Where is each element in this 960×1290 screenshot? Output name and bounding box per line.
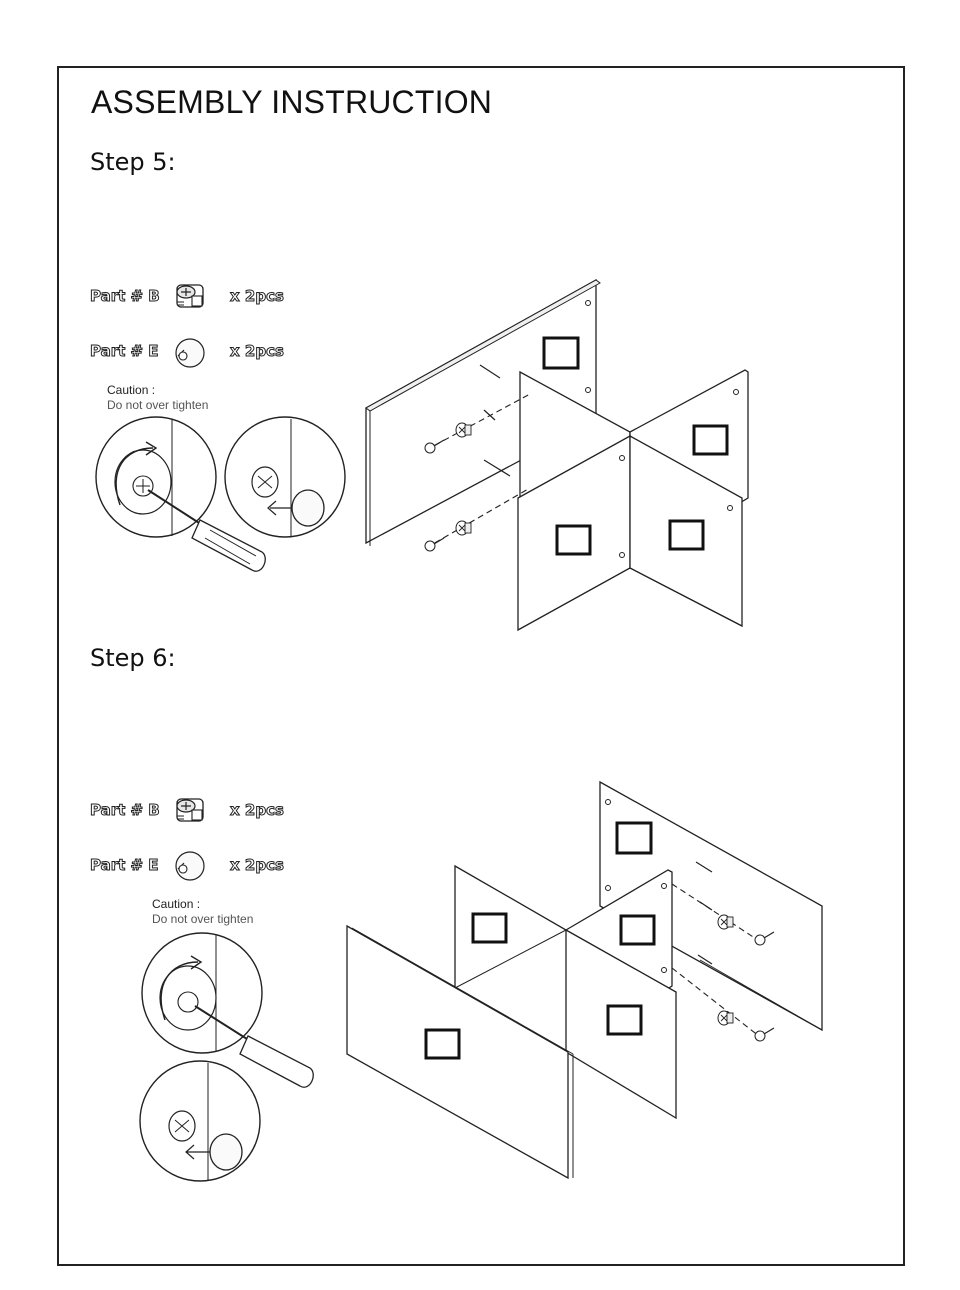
step-5-back-panel [365, 278, 601, 546]
step-5-caution-title: Caution : [107, 383, 156, 397]
step-6-front-panel [346, 924, 574, 1180]
page-title: ASSEMBLY INSTRUCTION [91, 84, 493, 120]
step-6-part-e-label: Part # E [90, 856, 160, 875]
step-5-cam-bolt-icon [175, 338, 205, 368]
step-5-divider-assembly [517, 369, 749, 632]
step-6-part-b-qty: x 2pcs [230, 801, 285, 820]
step-6-divider-assembly [453, 864, 678, 1120]
step-5-part-e-qty: x 2pcs [230, 342, 285, 361]
step-6-caution-text: Do not over tighten [152, 912, 254, 926]
step-5-part-e-label: Part # E [90, 342, 160, 361]
step-5-caution: Caution : Do not over tighten [107, 383, 208, 413]
page-frame [57, 66, 905, 1266]
step-6-part-b-label: Part # B [90, 801, 161, 820]
step-6-heading: Step 6: [90, 644, 176, 672]
step-5-part-b-qty: x 2pcs [230, 287, 285, 306]
step-5-part-b-label: Part # B [90, 287, 161, 306]
step-6-hardware [671, 861, 775, 1042]
step-6-insert-detail-icon [139, 1060, 261, 1182]
step-5-heading: Step 5: [90, 148, 176, 176]
step-6-part-e-qty: x 2pcs [230, 856, 285, 875]
step-6-caution-title: Caution : [152, 897, 201, 911]
step-5-cam-lock-icon [176, 284, 204, 308]
step-6-cam-bolt-icon [175, 851, 205, 881]
step-6-tighten-detail-icon [141, 932, 314, 1088]
step-6-cam-lock-icon [176, 798, 204, 822]
step-5-tighten-detail-icon [95, 416, 266, 572]
step-6-back-panel [599, 780, 823, 1032]
step-5-caution-text: Do not over tighten [107, 398, 209, 412]
step-5-hardware [424, 364, 531, 552]
step-5-insert-detail-icon [224, 416, 346, 538]
step-6-caution: Caution : Do not over tighten [152, 897, 253, 927]
